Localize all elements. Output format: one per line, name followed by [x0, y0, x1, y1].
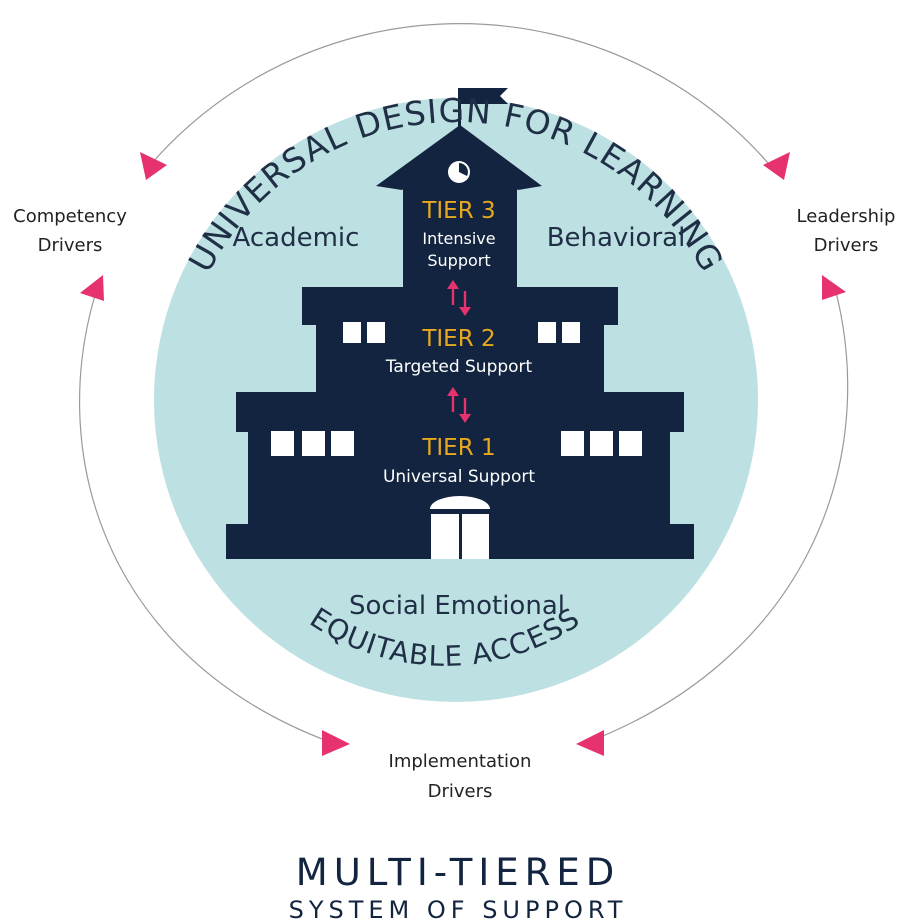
- implementation-drivers-line2: Drivers: [428, 781, 493, 802]
- triangle-arrowhead-icon: [322, 730, 350, 756]
- tier2-title: TIER 2: [421, 326, 495, 352]
- tier2-line1: Targeted Support: [385, 357, 533, 377]
- triangle-arrowhead-icon: [763, 152, 790, 180]
- up-down-arrows-icon: [447, 387, 471, 423]
- footer-subtitle: SYSTEM OF SUPPORT: [289, 896, 628, 923]
- triangle-arrowhead-icon: [80, 275, 104, 301]
- triangle-arrowhead-icon: [576, 730, 604, 756]
- windows: [271, 322, 642, 456]
- arrowheads: [80, 152, 846, 756]
- ring-arc-top: [151, 23, 769, 164]
- tier3-title: TIER 3: [421, 198, 495, 224]
- leadership-drivers-line2: Drivers: [814, 235, 879, 256]
- leadership-drivers-line1: Leadership: [797, 206, 896, 227]
- tier1-title: TIER 1: [421, 435, 495, 461]
- flag-icon: [461, 88, 508, 104]
- clock-icon: [448, 161, 470, 183]
- outer-ring: [79, 23, 849, 743]
- domain-social-emotional: Social Emotional: [349, 591, 565, 621]
- door-icon: [430, 496, 490, 559]
- ring-arc-right: [587, 291, 849, 743]
- implementation-drivers-line1: Implementation: [389, 751, 532, 772]
- domain-academic: Academic: [233, 223, 360, 253]
- triangle-arrowhead-icon: [140, 152, 167, 180]
- competency-drivers-line1: Competency: [13, 206, 127, 227]
- up-down-arrows-icon: [447, 280, 471, 316]
- competency-drivers-line2: Drivers: [38, 235, 103, 256]
- ring-arc-left: [79, 291, 331, 743]
- footer-title: MULTI-TIERED: [296, 851, 620, 894]
- tier3-line2: Support: [427, 251, 490, 270]
- triangle-arrowhead-icon: [822, 275, 846, 300]
- tier3-line1: Intensive: [422, 229, 495, 248]
- domain-behavioral: Behavioral: [547, 223, 686, 253]
- tier1-line1: Universal Support: [383, 467, 535, 487]
